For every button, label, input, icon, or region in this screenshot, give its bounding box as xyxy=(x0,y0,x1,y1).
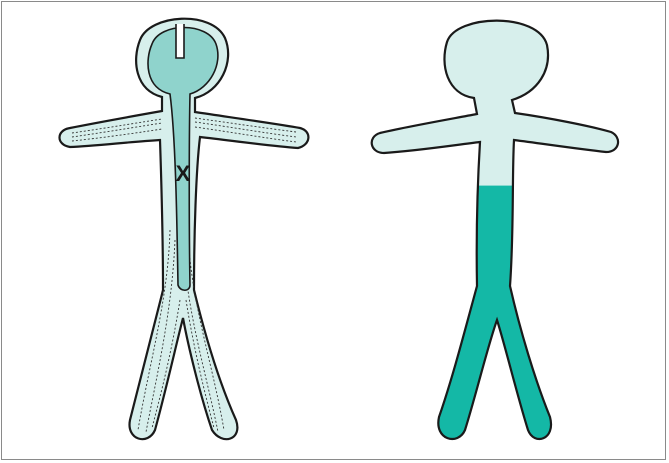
right-fill-level xyxy=(420,186,640,446)
left-inner-channel xyxy=(148,28,218,291)
left-head-slot xyxy=(176,24,184,58)
right-figure xyxy=(372,21,640,446)
left-marker-x: X xyxy=(176,161,191,186)
left-figure: X xyxy=(60,19,309,439)
